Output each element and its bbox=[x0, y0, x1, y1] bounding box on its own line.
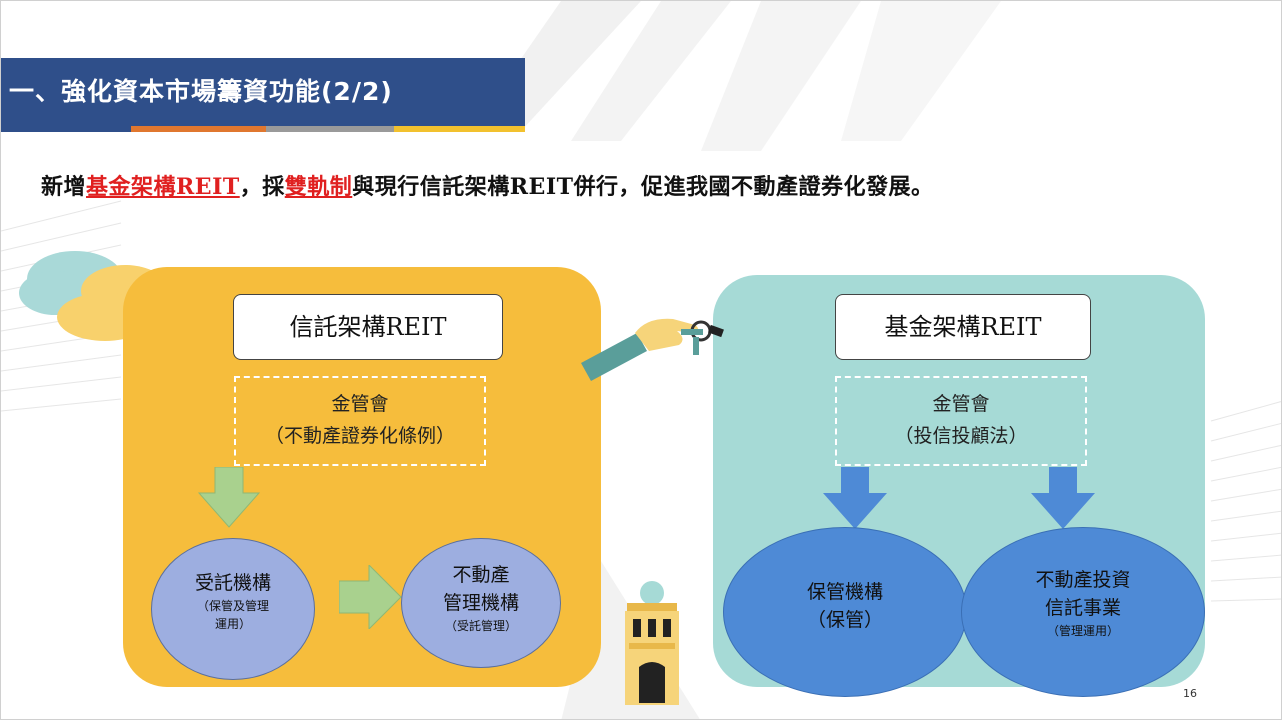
trust-regulator-box: 金管會 （不動產證券化條例） bbox=[234, 376, 486, 466]
custodian-ellipse: 保管機構 （保管） bbox=[723, 527, 967, 697]
fund-regulator: 金管會 bbox=[932, 393, 990, 415]
slide-subtitle: 新增基金架構REIT，採雙軌制與現行信託架構REIT併行，促進我國不動產證券化發… bbox=[41, 169, 933, 201]
trustee-note-1: （保管及管理 bbox=[196, 599, 269, 613]
manager-label-1: 不動產 bbox=[452, 564, 510, 586]
subtitle-highlight-dual-track: 雙軌制 bbox=[284, 174, 353, 200]
key-hand-icon bbox=[581, 318, 724, 381]
trust-reit-heading: 信託架構REIT bbox=[233, 294, 503, 360]
trustee-note-2: 運用） bbox=[214, 617, 251, 631]
trust-law: （不動產證券化條例） bbox=[264, 425, 455, 447]
subtitle-part-5: 與現行信託架構REIT併行，促進我國不動產證券化發展。 bbox=[352, 174, 934, 200]
custodian-label-1: 保管機構 bbox=[806, 581, 883, 603]
fund-regulator-box: 金管會 （投信投顧法） bbox=[835, 376, 1087, 466]
slide-title: 一、強化資本市場籌資功能(2/2) bbox=[9, 77, 393, 106]
right-arrow-icon bbox=[339, 565, 402, 629]
subtitle-part-1: 新增 bbox=[41, 174, 87, 200]
down-arrow-icon bbox=[823, 467, 887, 529]
trust-regulator: 金管會 bbox=[331, 393, 389, 415]
page-number: 16 bbox=[1183, 687, 1197, 700]
custodian-label-2: （保管） bbox=[806, 609, 883, 631]
manager-label-2: 管理機構 bbox=[442, 592, 519, 614]
trustee-label: 受託機構 bbox=[194, 572, 271, 594]
fund-reit-heading: 基金架構REIT bbox=[835, 294, 1091, 360]
down-arrow-icon bbox=[1031, 467, 1095, 529]
title-bar: 一、強化資本市場籌資功能(2/2) bbox=[1, 58, 525, 126]
trustee-institution-ellipse: 受託機構 （保管及管理 運用） bbox=[151, 538, 315, 680]
manager-note: （受託管理） bbox=[444, 619, 517, 633]
title-stripes bbox=[1, 126, 525, 132]
subtitle-highlight-fund-reit: 基金架構REIT bbox=[86, 174, 240, 200]
subtitle-part-3: ，採 bbox=[239, 174, 285, 200]
reit-company-ellipse: 不動產投資 信託事業 （管理運用） bbox=[961, 527, 1205, 697]
reit-company-label-2: 信託事業 bbox=[1044, 597, 1121, 619]
real-estate-manager-ellipse: 不動產 管理機構 （受託管理） bbox=[401, 538, 561, 668]
fund-law: （投信投顧法） bbox=[894, 425, 1028, 447]
building-icon bbox=[625, 581, 679, 705]
reit-company-note: （管理運用） bbox=[1046, 624, 1119, 638]
down-arrow-icon bbox=[197, 467, 261, 528]
reit-company-label-1: 不動產投資 bbox=[1035, 569, 1131, 591]
